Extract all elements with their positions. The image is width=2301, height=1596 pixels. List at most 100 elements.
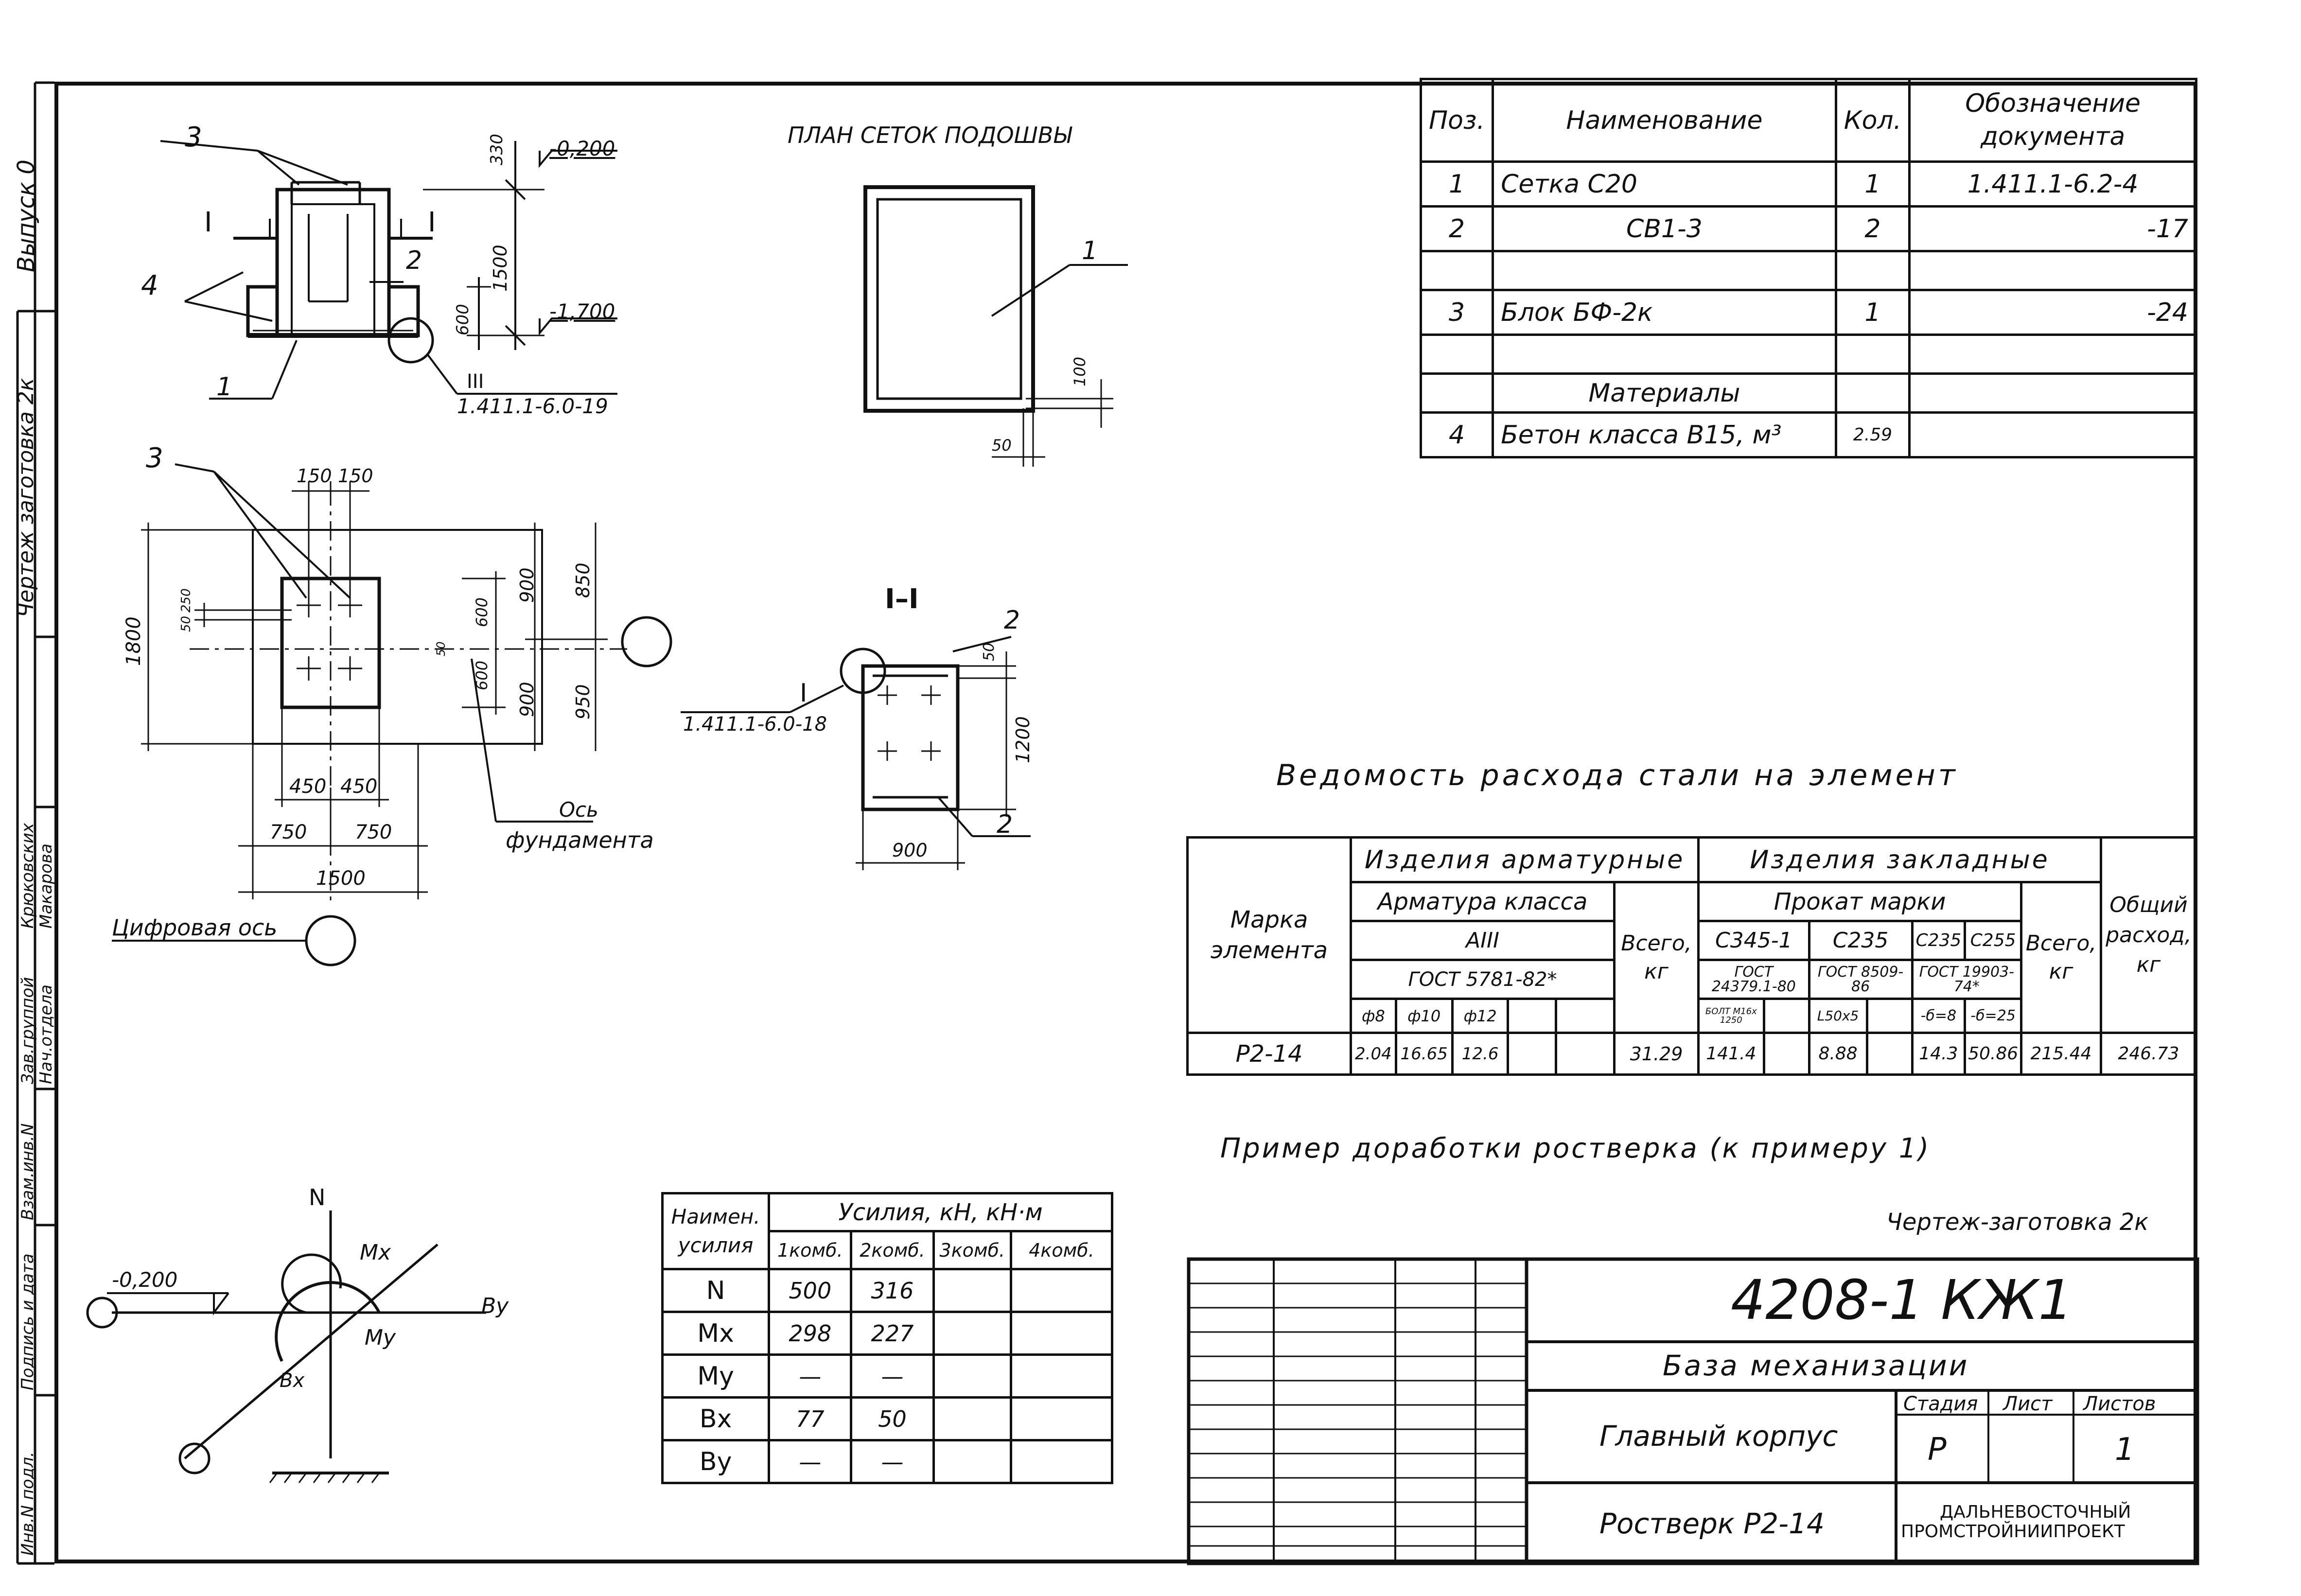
loads-cell-name: Mx: [661, 1311, 771, 1356]
loads-cell: [1010, 1396, 1113, 1441]
spec-row: [1419, 333, 2197, 375]
plan-dim-1500: 1500: [316, 867, 366, 890]
loads-cell: 316: [850, 1268, 935, 1313]
steel-cell: 246.73: [2099, 1032, 2198, 1076]
stamp-signer-1: Крюковских: [18, 823, 37, 929]
loads-cell-name: My: [661, 1353, 771, 1399]
steel-cell: 12.6: [1451, 1032, 1510, 1076]
steel-h-d-empty: [1507, 998, 1557, 1034]
spec-row: 2 СВ1-3 2 -17: [1419, 205, 2197, 252]
spec-h-pos: Поз.: [1419, 78, 1494, 163]
spec-cell-pos: 1: [1419, 160, 1494, 208]
section11-title: I–I: [885, 583, 919, 615]
loads-cell: [932, 1396, 1013, 1441]
spec-row: 3 Блок БФ-2к 1 -24: [1419, 289, 2197, 336]
section-node: III: [467, 370, 484, 393]
spec-cell-doc: [1908, 411, 2197, 458]
title-building: Главный корпус: [1599, 1420, 1838, 1453]
steel-h-gost-3: ГОСТ 19903-74*: [1911, 959, 2023, 1000]
loads-cell: [932, 1439, 1013, 1484]
title-org-1: ДАЛЬНЕВОСТОЧНЫЙ: [1940, 1502, 2131, 1522]
section-dim-1500: 1500: [490, 245, 511, 292]
title-h-stage: Стадия: [1903, 1393, 1978, 1415]
spec-cell-qty: [1834, 333, 1911, 375]
steel-cell: [1865, 1032, 1914, 1076]
spec-cell-doc: 1.411.1-6.2-4: [1908, 160, 2197, 208]
section-callout-2: 2: [406, 246, 422, 275]
plan-dim-left-1: 50: [179, 615, 193, 632]
steel-cell-mark: Р2-14: [1186, 1032, 1352, 1076]
steel-h-total-2: Всего, кг: [2020, 881, 2102, 1034]
spec-cell-name: СВ1-3: [1492, 205, 1837, 252]
steel-h-d-empty: [1554, 998, 1616, 1034]
spec-row: 4 Бетон класса В15, м³ 2.59: [1419, 411, 2197, 458]
spec-cell-doc: -24: [1908, 289, 2197, 336]
spec-cell-pos: [1419, 250, 1494, 291]
section11-callout-2b: 2: [997, 810, 1013, 839]
plan-dim-900b: 900: [516, 682, 538, 717]
steel-cell: [1554, 1032, 1616, 1076]
spec-cell-qty: [1834, 372, 1911, 414]
section11-ref: 1.411.1-6.0-18: [683, 713, 827, 736]
loads-row: By — —: [661, 1439, 1113, 1484]
spec-row: 1 Сетка С20 1 1.411.1-6.2-4: [1419, 160, 2197, 208]
spec-cell-pos: [1419, 372, 1494, 414]
steel-h-mark: Марка элемента: [1186, 836, 1352, 1034]
loads-h-combo-4: 4комб.: [1010, 1230, 1113, 1270]
plan-dim-450a: 450: [289, 775, 327, 798]
steel-cell: 50.86: [1964, 1032, 2023, 1076]
spec-cell-name: Материалы: [1492, 372, 1837, 414]
loads-cell-name: By: [661, 1439, 771, 1484]
steel-h-gost-1: ГОСТ 24379.1-80: [1697, 959, 1810, 1000]
steel-h-c235b: С235: [1911, 920, 1967, 961]
steel-cell: 141.4: [1697, 1032, 1765, 1076]
steel-cell: 16.65: [1394, 1032, 1454, 1076]
steel-h-roll: Прокат марки: [1697, 881, 2023, 922]
plan-dim-450b: 450: [340, 775, 378, 798]
stamp-col-3: Взам.инв.N: [18, 1123, 37, 1220]
steel-h-c345: С345-1: [1697, 920, 1810, 961]
steel-h-d10: ф10: [1394, 998, 1454, 1034]
section11-dim-900: 900: [892, 840, 928, 861]
loads-row: My — —: [661, 1353, 1113, 1399]
spec-cell-pos: [1419, 333, 1494, 375]
spec-cell-qty: [1834, 250, 1911, 291]
title-stage: Р: [1928, 1432, 1947, 1468]
steel-table-title: Ведомость расхода стали на элемент: [1276, 758, 1958, 792]
title-element: Ростверк Р2-14: [1599, 1507, 1825, 1540]
steel-h-total-1: Всего, кг: [1613, 881, 1700, 1034]
spec-cell-qty: 2: [1834, 205, 1911, 252]
spec-h-qty: Кол.: [1834, 78, 1911, 163]
loads-row: Mx 298 227: [661, 1311, 1113, 1356]
plan-dim-900a: 900: [516, 567, 538, 603]
loads-h-combo-2: 2комб.: [850, 1230, 935, 1270]
steel-h-arm: Изделия арматурные: [1350, 836, 1700, 883]
spec-cell-doc: [1908, 333, 2197, 375]
title-project: База механизации: [1663, 1349, 1969, 1382]
diagram-level: -0,200: [112, 1268, 178, 1292]
loads-cell: [1010, 1353, 1113, 1399]
mesh-plan-dim-100: 100: [1071, 356, 1089, 386]
loads-cell: —: [768, 1353, 853, 1399]
loads-cell: 50: [850, 1396, 935, 1441]
spec-row: [1419, 250, 2197, 291]
steel-h-bolt: БОЛТ М16х 1250: [1697, 998, 1765, 1034]
spec-cell-name: Сетка С20: [1492, 160, 1837, 208]
loads-cell: [1010, 1439, 1113, 1484]
plan-fund-axis-1: Ось: [559, 798, 598, 822]
title-h-sheet: Лист: [2003, 1393, 2053, 1415]
loads-cell: [932, 1311, 1013, 1356]
loads-cell: [932, 1268, 1013, 1313]
loads-h-forces: Усилия, кН, кН·м: [768, 1192, 1113, 1232]
plan-dim-750a: 750: [270, 821, 307, 843]
spec-cell-name: Блок БФ-2к: [1492, 289, 1837, 336]
spec-row: Материалы: [1419, 372, 2197, 414]
stamp-col-1: Инв.N подл.: [18, 1452, 37, 1556]
section-callout-3: 3: [185, 122, 202, 153]
diagram-Bx: Bx: [280, 1369, 305, 1392]
section-callout-1: 1: [216, 372, 233, 402]
section-cut-left: I: [204, 207, 212, 238]
steel-h-total: Общий расход, кг: [2099, 836, 2198, 1034]
spec-cell-pos: 2: [1419, 205, 1494, 252]
